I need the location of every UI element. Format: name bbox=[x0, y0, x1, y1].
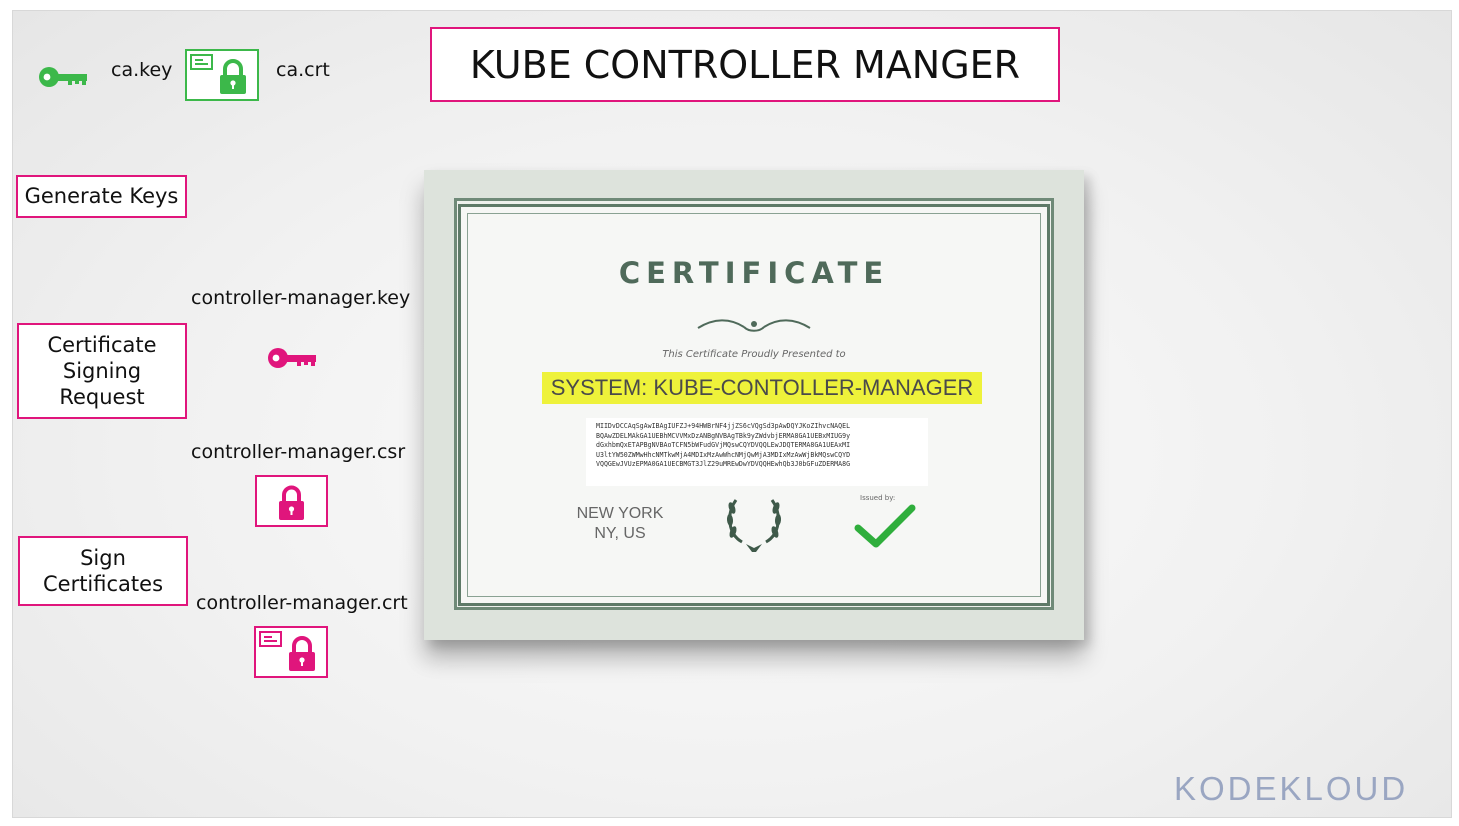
certificate-issued-by: Issued by: bbox=[860, 494, 896, 502]
certificate-location: NEW YORK NY, US bbox=[570, 504, 670, 544]
certificate-heading: CERTIFICATE bbox=[618, 256, 890, 290]
laurel-wreath-icon bbox=[726, 499, 782, 552]
controller-manager-crt-label: controller-manager.crt bbox=[196, 592, 408, 614]
csr-lock-box bbox=[255, 475, 328, 527]
kodekloud-logo: KODEKLOUD bbox=[1174, 770, 1409, 807]
checkmark-icon bbox=[854, 504, 916, 548]
code-line: U3ltYW50ZWMwHhcNMTkwMjA4MDIxMzAwWhcNMjQw… bbox=[596, 450, 851, 459]
ca-key-label: ca.key bbox=[111, 59, 173, 81]
controller-manager-key-label: controller-manager.key bbox=[191, 287, 411, 309]
code-line: dGxhbmQxETAPBgNVBAoTCFN5bWFudGVjMQswCQYD… bbox=[596, 441, 851, 449]
code-line: BQAwZDELMAkGA1UEBhMCVVMxDzANBgNVBAgTBk9y… bbox=[596, 431, 851, 440]
certificate-inner-border bbox=[458, 204, 1050, 606]
page-title: KUBE CONTROLLER MANGER bbox=[430, 27, 1060, 102]
certificate-encoded-data: MIIDvDCCAqSgAwIBAgIUFZJ+94HWBrNF4jjZS6cV… bbox=[586, 418, 928, 486]
key-icon bbox=[268, 348, 316, 368]
certificate-city: NEW YORK bbox=[576, 505, 664, 522]
ornament-icon bbox=[697, 319, 811, 332]
ca-crt-label: ca.crt bbox=[276, 59, 330, 81]
ca-key-icon bbox=[39, 67, 87, 87]
certificate-presented-text: This Certificate Proudly Presented to bbox=[662, 349, 846, 360]
certificate-lock-icon bbox=[190, 54, 246, 94]
code-line: VQQGEwJVUzEPMA0GA1UECBMGT3JlZ29uMREwDwYD… bbox=[596, 460, 851, 468]
controller-manager-csr-label: controller-manager.csr bbox=[191, 441, 406, 463]
step-sign-certificates: Sign Certificates bbox=[18, 536, 188, 606]
step-certificate-signing-request: Certificate Signing Request bbox=[17, 323, 187, 419]
code-line: MIIDvDCCAqSgAwIBAgIUFZJ+94HWBrNF4jjZS6cV… bbox=[596, 422, 851, 430]
step-generate-keys: Generate Keys bbox=[16, 175, 187, 218]
certificate-state: NY, US bbox=[594, 525, 646, 542]
certificate-lock-icon bbox=[259, 631, 315, 671]
certificate: CERTIFICATE This Certificate Proudly Pre… bbox=[424, 170, 1084, 640]
lock-icon bbox=[279, 485, 304, 520]
certificate-subject-name: SYSTEM: KUBE-CONTOLLER-MANAGER bbox=[542, 372, 982, 404]
crt-certificate-lock-box bbox=[254, 626, 328, 678]
ca-certificate-icon bbox=[185, 49, 259, 101]
